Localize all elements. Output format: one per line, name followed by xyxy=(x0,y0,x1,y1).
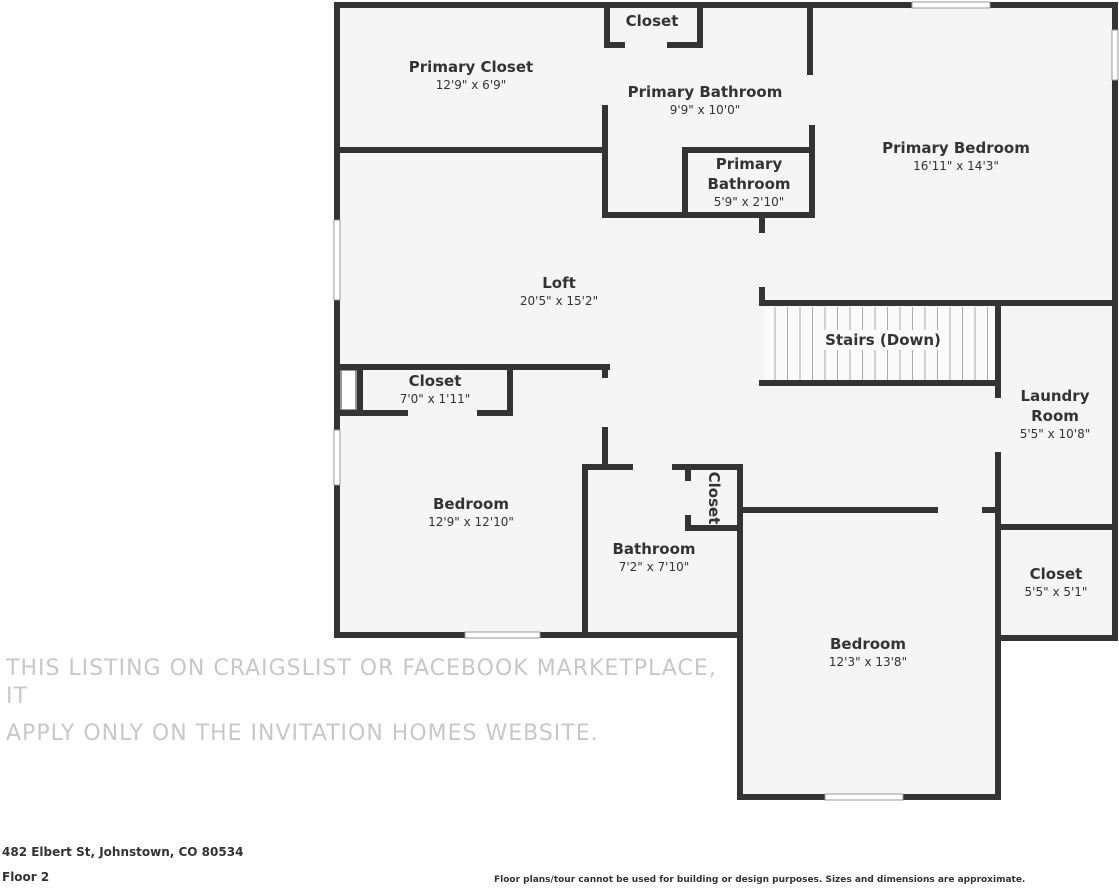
floor-label: Floor 2 xyxy=(2,870,50,884)
room-closet-top: Closet xyxy=(625,12,679,30)
room-stairs: Stairs (Down) xyxy=(822,330,944,350)
watermark-line-1: THIS LISTING ON CRAIGSLIST OR FACEBOOK M… xyxy=(6,656,717,709)
windows xyxy=(333,1,1119,801)
room-closet-bath: Closet xyxy=(705,471,723,525)
stairs xyxy=(764,307,996,381)
address: 482 Elbert St, Johnstown, CO 80534 xyxy=(2,845,244,859)
walls xyxy=(334,2,1118,800)
watermark-line-2: APPLY ONLY ON THE INVITATION HOMES WEBSI… xyxy=(6,721,599,746)
hatched-column xyxy=(340,369,357,411)
disclaimer: Floor plans/tour cannot be used for buil… xyxy=(494,875,1026,885)
